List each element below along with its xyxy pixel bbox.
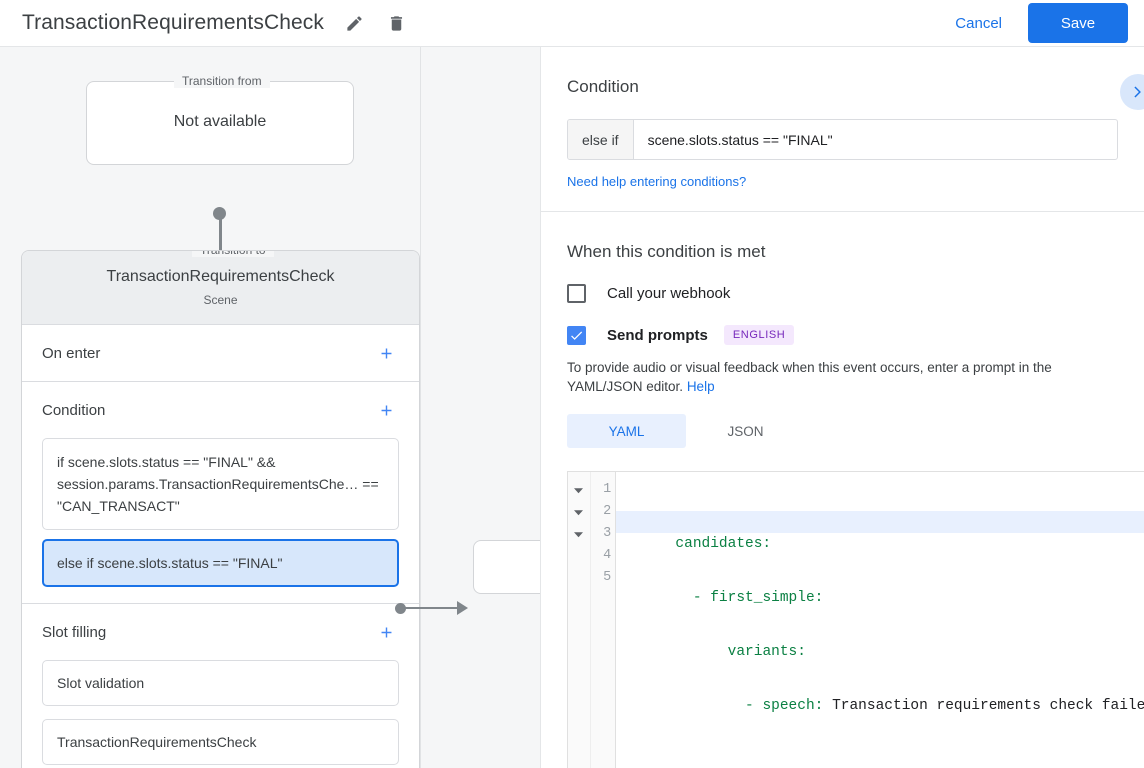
connector-arrowhead-right <box>457 601 468 615</box>
prompts-help-link[interactable]: Help <box>686 379 715 394</box>
checkbox-checked-icon[interactable] <box>567 325 586 345</box>
send-prompts-checkbox-row[interactable]: Send prompts ENGLISH <box>567 325 1118 345</box>
line-number: 2 <box>603 504 612 519</box>
lane-divider <box>420 47 421 768</box>
section-slot-filling: Slot filling Slot validation Transaction… <box>22 604 419 768</box>
condition-input[interactable] <box>633 120 1117 159</box>
triangle-down-icon[interactable] <box>568 501 590 523</box>
code-line[interactable]: variants: <box>616 619 1144 660</box>
transition-to-legend: Transition to <box>192 251 274 257</box>
section-on-enter: On enter <box>22 325 419 382</box>
editor-fold-gutter <box>568 472 591 768</box>
section-condition: Condition if scene.slots.status == "FINA… <box>22 382 419 604</box>
code-indent <box>675 644 727 660</box>
transition-to-card[interactable]: Transition to TransactionRequirementsChe… <box>21 250 420 768</box>
code-editor[interactable]: 1 2 3 4 5 candidates: - first_simple: va… <box>567 471 1144 768</box>
connector-line-vertical <box>219 211 222 269</box>
checkbox-unchecked-icon[interactable] <box>567 284 586 303</box>
transition-from-legend: Transition from <box>174 74 270 88</box>
slot-item[interactable]: TransactionRequirementsCheck <box>42 719 399 765</box>
scene-header: TransactionRequirementsCheck Scene <box>22 251 419 325</box>
code-indent <box>675 698 745 714</box>
transition-from-value: Not available <box>173 113 267 130</box>
section-header: On enter <box>22 325 419 381</box>
condition-help-link[interactable]: Need help entering conditions? <box>567 174 747 189</box>
condition-item[interactable]: if scene.slots.status == "FINAL" && sess… <box>42 438 399 530</box>
condition-item-selected[interactable]: else if scene.slots.status == "FINAL" <box>42 539 399 587</box>
connector-dot-right <box>395 603 406 614</box>
code-line[interactable]: candidates: <box>616 511 1144 552</box>
code-line[interactable] <box>616 727 1144 749</box>
scene-type: Scene <box>203 293 238 307</box>
editor-line-numbers: 1 2 3 4 5 <box>590 472 617 768</box>
webhook-label: Call your webhook <box>607 285 731 302</box>
top-bar: TransactionRequirementsCheck Cancel Save <box>0 0 1144 47</box>
section-title-condition: Condition <box>42 401 106 419</box>
condition-input-row[interactable]: else if <box>567 119 1118 160</box>
code-line[interactable]: - first_simple: <box>616 565 1144 606</box>
condition-section-title: Condition <box>567 77 639 96</box>
connector-line-horizontal <box>404 607 459 609</box>
language-badge: ENGLISH <box>723 325 795 345</box>
code-key: candidates: <box>675 536 771 552</box>
code-key: - first_simple: <box>692 590 824 606</box>
plus-icon[interactable] <box>373 619 399 645</box>
condition-section: Condition else if Need help entering con… <box>541 47 1144 212</box>
editor-format-tabs: YAML JSON <box>567 414 1118 448</box>
send-prompts-label: Send prompts <box>607 326 708 344</box>
code-key: variants: <box>727 644 806 660</box>
condition-met-section: When this condition is met Call your web… <box>541 212 1144 448</box>
code-line[interactable]: - speech: Transaction requirements check… <box>616 673 1144 714</box>
code-key-text: candidates: <box>675 536 772 552</box>
line-number: 4 <box>603 548 612 563</box>
line-number: 3 <box>603 526 612 541</box>
panel-divider <box>540 47 541 768</box>
triangle-down-icon[interactable] <box>568 479 590 501</box>
code-value: Transaction requirements check failed <box>823 698 1144 714</box>
triangle-down-icon[interactable] <box>568 523 590 545</box>
scene-name: TransactionRequirementsCheck <box>106 268 335 285</box>
chevron-right-icon[interactable] <box>1120 74 1144 110</box>
save-button[interactable]: Save <box>1028 3 1128 43</box>
section-divider <box>541 211 1144 212</box>
section-body: if scene.slots.status == "FINAL" && sess… <box>22 438 419 603</box>
editor-code-area[interactable]: candidates: - first_simple: variants: - … <box>616 472 1144 768</box>
fold-cell-empty <box>568 567 590 589</box>
section-title-slot-filling: Slot filling <box>42 623 107 641</box>
slot-item[interactable]: Slot validation <box>42 660 399 706</box>
section-title-on-enter: On enter <box>42 344 101 362</box>
details-panel: Condition else if Need help entering con… <box>541 47 1144 768</box>
code-key: - speech: <box>745 698 824 714</box>
webhook-checkbox-row[interactable]: Call your webhook <box>567 284 1118 303</box>
plus-icon[interactable] <box>373 397 399 423</box>
prompts-helper-text: To provide audio or visual feedback when… <box>567 358 1118 396</box>
condition-section-body: Condition else if Need help entering con… <box>541 47 1144 211</box>
code-indent <box>675 590 692 606</box>
trash-icon[interactable] <box>382 9 410 37</box>
plus-icon[interactable] <box>373 340 399 366</box>
section-header: Condition <box>22 382 419 438</box>
transition-from-card[interactable]: Transition from Not available <box>86 74 354 165</box>
tab-json[interactable]: JSON <box>727 423 764 439</box>
flow-canvas[interactable]: Transition from Not available Transition… <box>0 47 541 768</box>
pencil-icon[interactable] <box>340 9 368 37</box>
prompts-helper-sentence: To provide audio or visual feedback when… <box>567 360 1052 394</box>
cancel-button[interactable]: Cancel <box>955 14 1002 32</box>
line-number: 5 <box>603 570 612 585</box>
tab-yaml[interactable]: YAML <box>567 414 686 448</box>
target-node-card[interactable] <box>473 540 541 594</box>
line-number: 1 <box>603 482 612 497</box>
condition-prefix-label: else if <box>568 120 634 159</box>
page-title: TransactionRequirementsCheck <box>22 11 324 34</box>
section-body: Slot validation TransactionRequirementsC… <box>22 660 419 768</box>
section-header: Slot filling <box>22 604 419 660</box>
condition-met-title: When this condition is met <box>567 242 766 261</box>
fold-cell-empty <box>568 545 590 567</box>
